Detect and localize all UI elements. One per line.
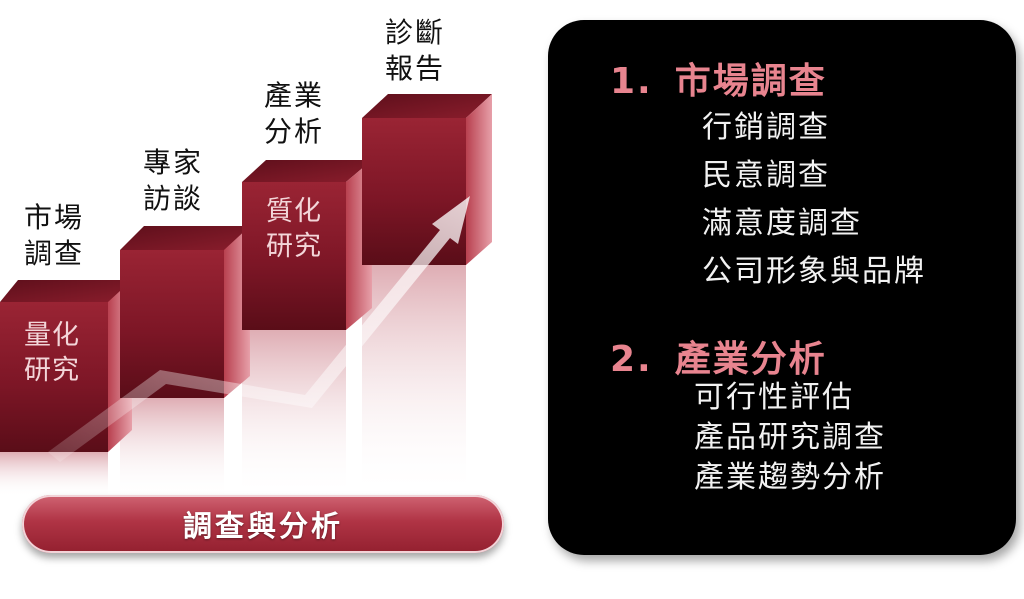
section-number-1: 1.	[610, 61, 653, 102]
block-reflections	[0, 265, 466, 497]
caption-pill: 調查與分析	[22, 495, 504, 553]
section-number-2: 2.	[610, 339, 653, 380]
list-item: 行銷調查	[702, 110, 830, 145]
block-face-label-1: 量化 研究	[24, 320, 80, 386]
step-label-3: 產業 分析	[264, 79, 325, 148]
step-block-3	[242, 160, 372, 330]
growth-arrow	[48, 196, 470, 462]
list-item: 產品研究調查	[694, 420, 886, 455]
caption-text: 調查與分析	[182, 509, 343, 543]
section-heading-2: 產業分析	[674, 339, 827, 380]
step-label-1: 市場 調查	[24, 201, 85, 270]
step-block-4	[362, 94, 492, 265]
services-panel: 1. 市場調查 行銷調查 民意調查 滿意度調查 公司形象與品牌 2. 產業分析 可行…	[548, 20, 1016, 555]
step-label-4: 診斷 報告	[385, 16, 446, 85]
list-item: 產業趨勢分析	[694, 460, 886, 495]
section-title-1: 1. 市場調查	[610, 52, 827, 104]
step-block-2	[120, 226, 250, 398]
block-face-label-3: 質化 研究	[266, 196, 322, 262]
section-title-2: 2. 產業分析	[610, 330, 827, 382]
list-item: 民意調查	[702, 158, 830, 193]
step-label-2: 專家 訪談	[143, 146, 204, 215]
section-heading-1: 市場調查	[674, 61, 827, 102]
list-item: 可行性評估	[694, 380, 854, 415]
list-item: 滿意度調查	[702, 206, 862, 241]
list-item: 公司形象與品牌	[702, 254, 926, 289]
